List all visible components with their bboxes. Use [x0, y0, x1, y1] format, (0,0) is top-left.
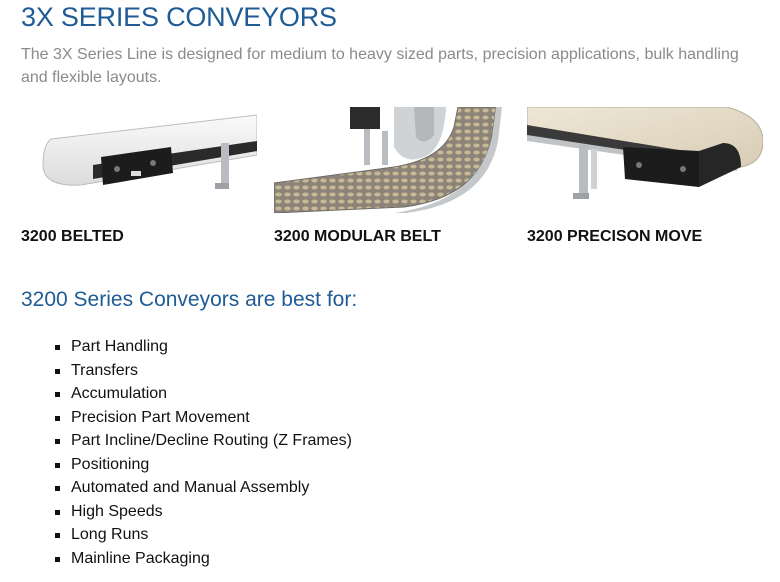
product-name[interactable]: 3200 MODULAR BELT — [274, 228, 441, 245]
list-item: Accumulation — [53, 382, 352, 406]
intro-paragraph: The 3X Series Line is designed for mediu… — [21, 46, 739, 86]
product-name[interactable]: 3200 BELTED — [21, 228, 124, 245]
list-item-label: Part Incline/Decline Routing (Z Frames) — [71, 432, 352, 449]
list-item-label: High Speeds — [71, 502, 163, 520]
product-belted[interactable]: 3200 BELTED — [21, 107, 257, 245]
list-item-label: Part Handling — [71, 338, 168, 355]
bullet-icon — [55, 415, 60, 421]
belted-conveyor-photo[interactable] — [21, 107, 257, 213]
list-item: Precision Part Movement — [53, 406, 352, 430]
list-item-label: Accumulation — [71, 385, 168, 402]
benefits-heading: 3200 Series Conveyors are best for: — [21, 288, 358, 311]
list-item-label: Automated and Manual Assembly — [71, 479, 310, 496]
modular-belt-conveyor-photo[interactable] — [274, 107, 510, 213]
list-item: Long Runs — [53, 523, 352, 547]
list-item: Automated and Manual Assembly — [53, 476, 352, 500]
bullet-icon — [55, 533, 60, 538]
list-item: Part Handling — [53, 335, 352, 359]
list-item: Part Incline/Decline Routing (Z Frames) — [53, 429, 352, 453]
list-item: Mainline Packaging — [53, 547, 352, 571]
product-name[interactable]: 3200 PRECISON MOVE — [527, 228, 703, 245]
list-item-label: Positioning — [71, 455, 150, 473]
list-item-label: Long Runs — [71, 526, 149, 543]
bullet-icon — [55, 509, 60, 515]
list-item-label: Precision Part Movement — [71, 408, 250, 426]
list-item: Transfers — [53, 359, 352, 383]
bullet-icon — [55, 368, 60, 374]
product-modular-belt[interactable]: 3200 MODULAR BELT — [274, 107, 510, 245]
benefits-list: Part Handling Transfers Accumulation Pre… — [53, 335, 352, 570]
bullet-icon — [55, 439, 60, 444]
bullet-icon — [55, 486, 60, 491]
list-item: High Speeds — [53, 500, 352, 524]
list-item: Positioning — [53, 453, 352, 477]
page-title: 3X SERIES CONVEYORS — [21, 2, 337, 32]
bullet-icon — [55, 462, 60, 468]
bullet-icon — [55, 556, 60, 562]
precision-move-conveyor-photo[interactable] — [527, 107, 763, 213]
list-item-label: Transfers — [71, 361, 138, 379]
list-item-label: Mainline Packaging — [71, 549, 210, 567]
bullet-icon — [55, 392, 60, 397]
product-precision-move[interactable]: 3200 PRECISON MOVE — [527, 107, 763, 245]
bullet-icon — [55, 345, 60, 350]
